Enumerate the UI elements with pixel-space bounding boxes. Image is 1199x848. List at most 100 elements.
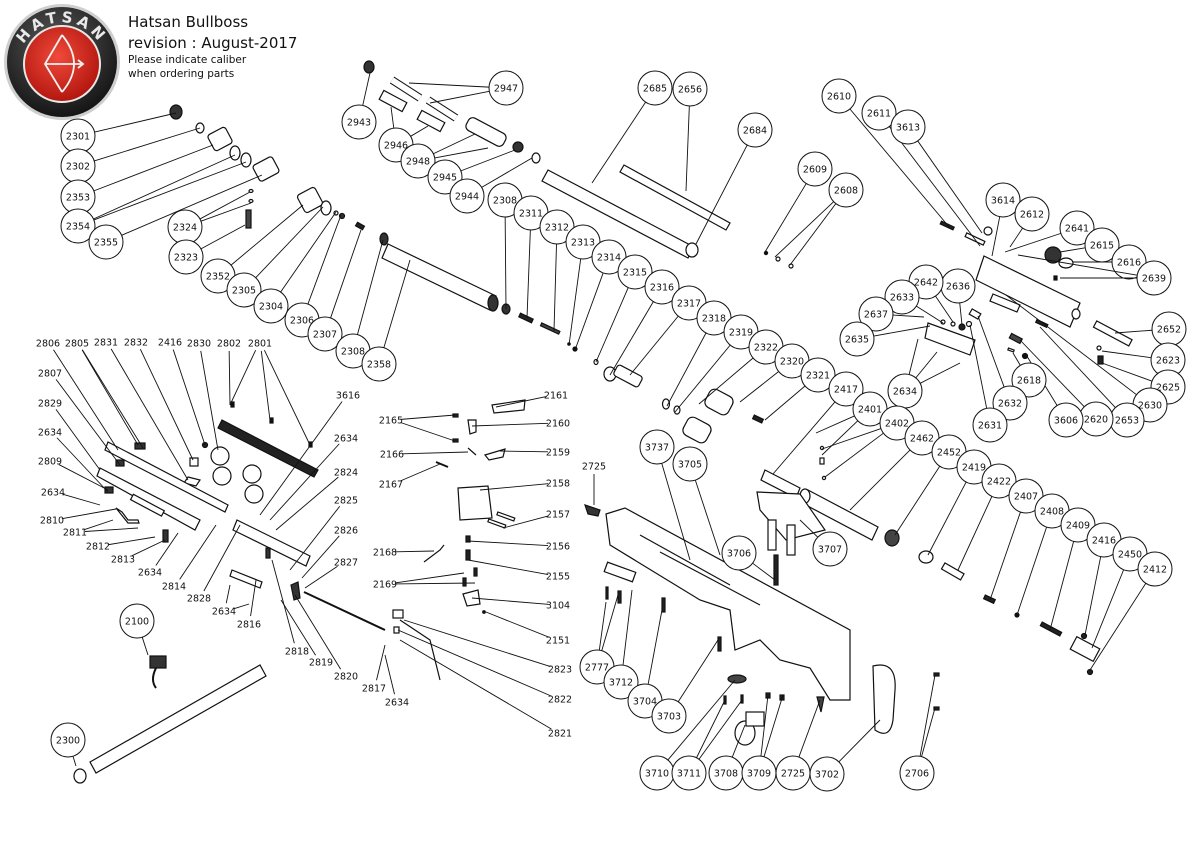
part-number: 2948 [406,157,430,168]
part-2416 [1080,632,1088,640]
callout-2814: 2814 [162,524,217,593]
leader-line [595,287,629,363]
callout-circle [737,112,773,148]
callout-circle [361,346,397,382]
part-number: 2166 [380,450,404,461]
part-number: 2353 [66,193,90,204]
callout-2634: 2634 [384,654,409,709]
leader-line [200,350,219,451]
part-number: 2319 [729,328,753,339]
callout-circle [644,269,680,305]
leader-line [685,105,690,192]
part-2631 [965,320,973,328]
part-number: 2809 [38,457,62,468]
callout-3712: 3712 [603,589,639,700]
part-2324b [248,198,254,204]
callout-2321: 2321 [764,357,836,421]
part-2821 [399,619,441,681]
leader-line [798,699,821,758]
part-number: 2634 [38,428,62,439]
part-3708 [734,711,765,746]
part-number: 2355 [94,238,118,249]
part-number: 2817 [362,684,386,695]
part-number: 2807 [38,369,62,380]
leader-line [362,72,371,106]
leader-line [1101,350,1152,359]
callout-circle [672,446,708,482]
part-2407 [982,594,997,605]
part-number: 2830 [187,339,211,350]
callout-circle [1048,402,1084,438]
part-number: 2302 [66,162,90,173]
part-2685 [541,169,695,259]
leader-line [609,301,654,376]
callout-3606: 3606 [1024,352,1084,438]
part-2816 [229,569,263,589]
callout-2805: 2805 [65,339,144,449]
leader-line [502,515,549,529]
callout-3702: 3702 [809,719,881,792]
part-3702 [872,664,896,734]
leader-line [53,349,119,451]
part-2652 [1092,320,1133,347]
leader-line [799,519,819,538]
part-2943 [363,60,375,74]
leader-line [81,349,144,449]
part-number: 2831 [94,338,118,349]
part-number: 3710 [645,769,669,780]
leader-line [674,344,731,413]
part-number: 2633 [890,293,914,304]
callout-3708: 3708 [708,724,746,791]
leader-line [789,203,837,266]
leader-line [410,125,429,137]
part-number: 2157 [546,510,570,521]
callout-2634: 2634 [887,338,961,409]
part-number: 2634 [334,434,358,445]
leader-line [991,216,1001,257]
leader-line [1005,294,1137,396]
part-number: 2158 [546,479,570,490]
part-number: 2637 [864,310,888,321]
part-2312 [539,322,561,335]
leader-line [647,609,663,685]
leader-line [989,511,1021,601]
callout-2161: 2161 [495,391,568,408]
leader-line [172,349,206,446]
leader-line [917,140,983,234]
leader-line [921,707,936,757]
part-number: 2725 [582,462,606,473]
callout-2354: 2354 [60,154,247,244]
callout-2609: 2609 [764,151,833,253]
callout-2166: 2166 [380,450,469,461]
callout-2823: 2823 [403,619,572,676]
callout-circle [800,357,836,393]
part-2725a [584,504,601,517]
callout-circle [119,603,155,639]
part-number: 3708 [714,769,738,780]
hatsan-logo: HATSAN [4,4,120,120]
callout-2450: 2450 [1091,536,1148,649]
part-number: 2821 [548,729,572,740]
part-2169a [473,567,478,577]
part-2317 [613,364,643,388]
leader-line [467,540,549,547]
leader-line [460,149,516,172]
leader-line [56,437,109,493]
part-number: 2416 [158,338,182,349]
part-number: 2827 [334,558,358,569]
leader-line [72,756,77,767]
leader-line [301,535,340,579]
part-number: 2618 [1017,376,1041,387]
part-number: 2812 [86,542,110,553]
part-2450 [1069,635,1101,663]
part-2818 [265,547,271,559]
callout-3711: 3711 [671,699,743,791]
leader-line [225,584,231,604]
callout-2812: 2812 [86,536,156,553]
leader-line [764,183,807,253]
callout-circle [1137,551,1173,587]
part-2807 [115,459,125,467]
callout-2416: 2416 [1084,522,1122,636]
callout-circle [253,288,289,324]
part-number: 2408 [1040,507,1064,518]
